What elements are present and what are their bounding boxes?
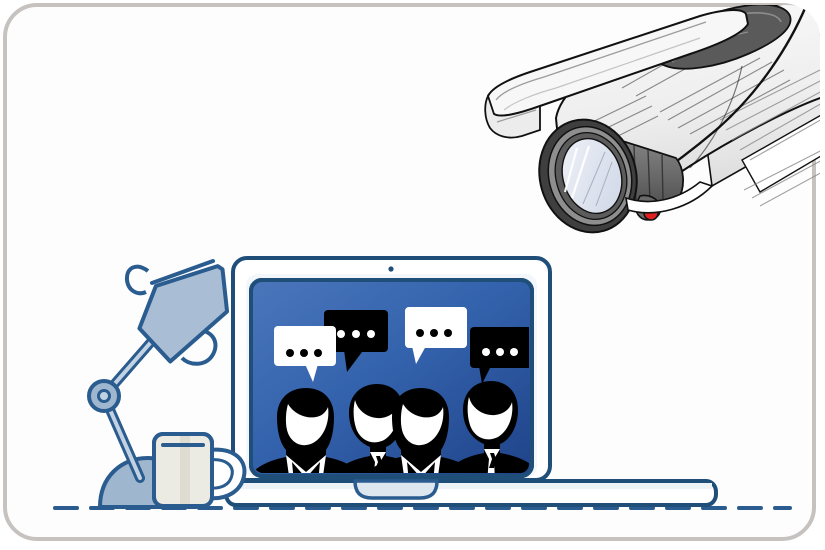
participant-1	[254, 388, 364, 473]
speech-bubble-1	[274, 326, 336, 382]
camera-rear-shading	[719, 69, 820, 207]
lens-glass	[561, 137, 623, 215]
sun-shield-hood	[484, 9, 750, 139]
trackpad-notch	[353, 479, 439, 500]
lens-ring	[538, 118, 638, 234]
lamp-joint	[87, 379, 121, 413]
lens-glare	[563, 145, 591, 199]
participant-4	[444, 381, 529, 473]
speech-bubble-2	[324, 310, 388, 372]
lamp-shade	[137, 264, 230, 364]
speech-bubble-4	[470, 327, 529, 384]
laptop	[222, 256, 718, 507]
lamp-hinge-loop	[124, 264, 150, 296]
webcam-icon	[388, 266, 394, 272]
security-camera	[484, 5, 820, 234]
video-call-content	[254, 307, 529, 473]
camera-underside	[624, 181, 714, 214]
lamp-shade-rim	[180, 328, 218, 366]
speech-bubble-3	[405, 307, 467, 364]
participant-3	[363, 388, 479, 473]
coffee-mug	[152, 432, 247, 508]
